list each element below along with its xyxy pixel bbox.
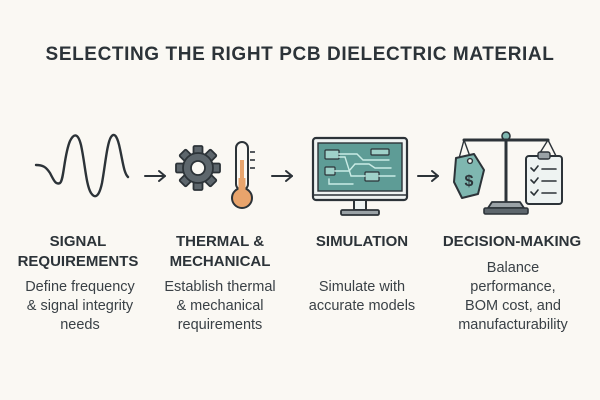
arrow-3-icon — [417, 170, 439, 182]
price-tag-icon: $ — [453, 153, 485, 199]
gear-thermometer-icon — [175, 141, 255, 209]
step-4-description: Balance performance, BOM cost, and manuf… — [458, 260, 568, 333]
scale-price-checklist-icon: $ — [453, 131, 563, 215]
arrow-1-icon — [144, 170, 166, 182]
step-1-description: Define frequency & signal integrity need… — [25, 279, 135, 333]
svg-text:$: $ — [465, 173, 474, 190]
thermometer-icon — [231, 141, 255, 209]
arrow-2-icon — [271, 170, 293, 182]
step-2-description: Establish thermal & mechanical requireme… — [164, 279, 276, 333]
diagram-title: SELECTING THE RIGHT PCB DIELECTRIC MATER… — [45, 44, 555, 65]
step-3-description: Simulate with accurate models — [308, 279, 416, 314]
step-2-title: THERMAL & MECHANICAL — [169, 233, 271, 270]
step-3-title: SIMULATION — [315, 233, 409, 250]
sine-wave-icon — [34, 133, 130, 198]
step-1-title: SIGNAL REQUIREMENTS — [17, 233, 139, 270]
checklist-icon — [525, 139, 563, 205]
gear-icon — [175, 145, 221, 191]
monitor-circuit-icon — [311, 136, 409, 216]
step-4-title: DECISION-MAKING — [442, 233, 582, 250]
